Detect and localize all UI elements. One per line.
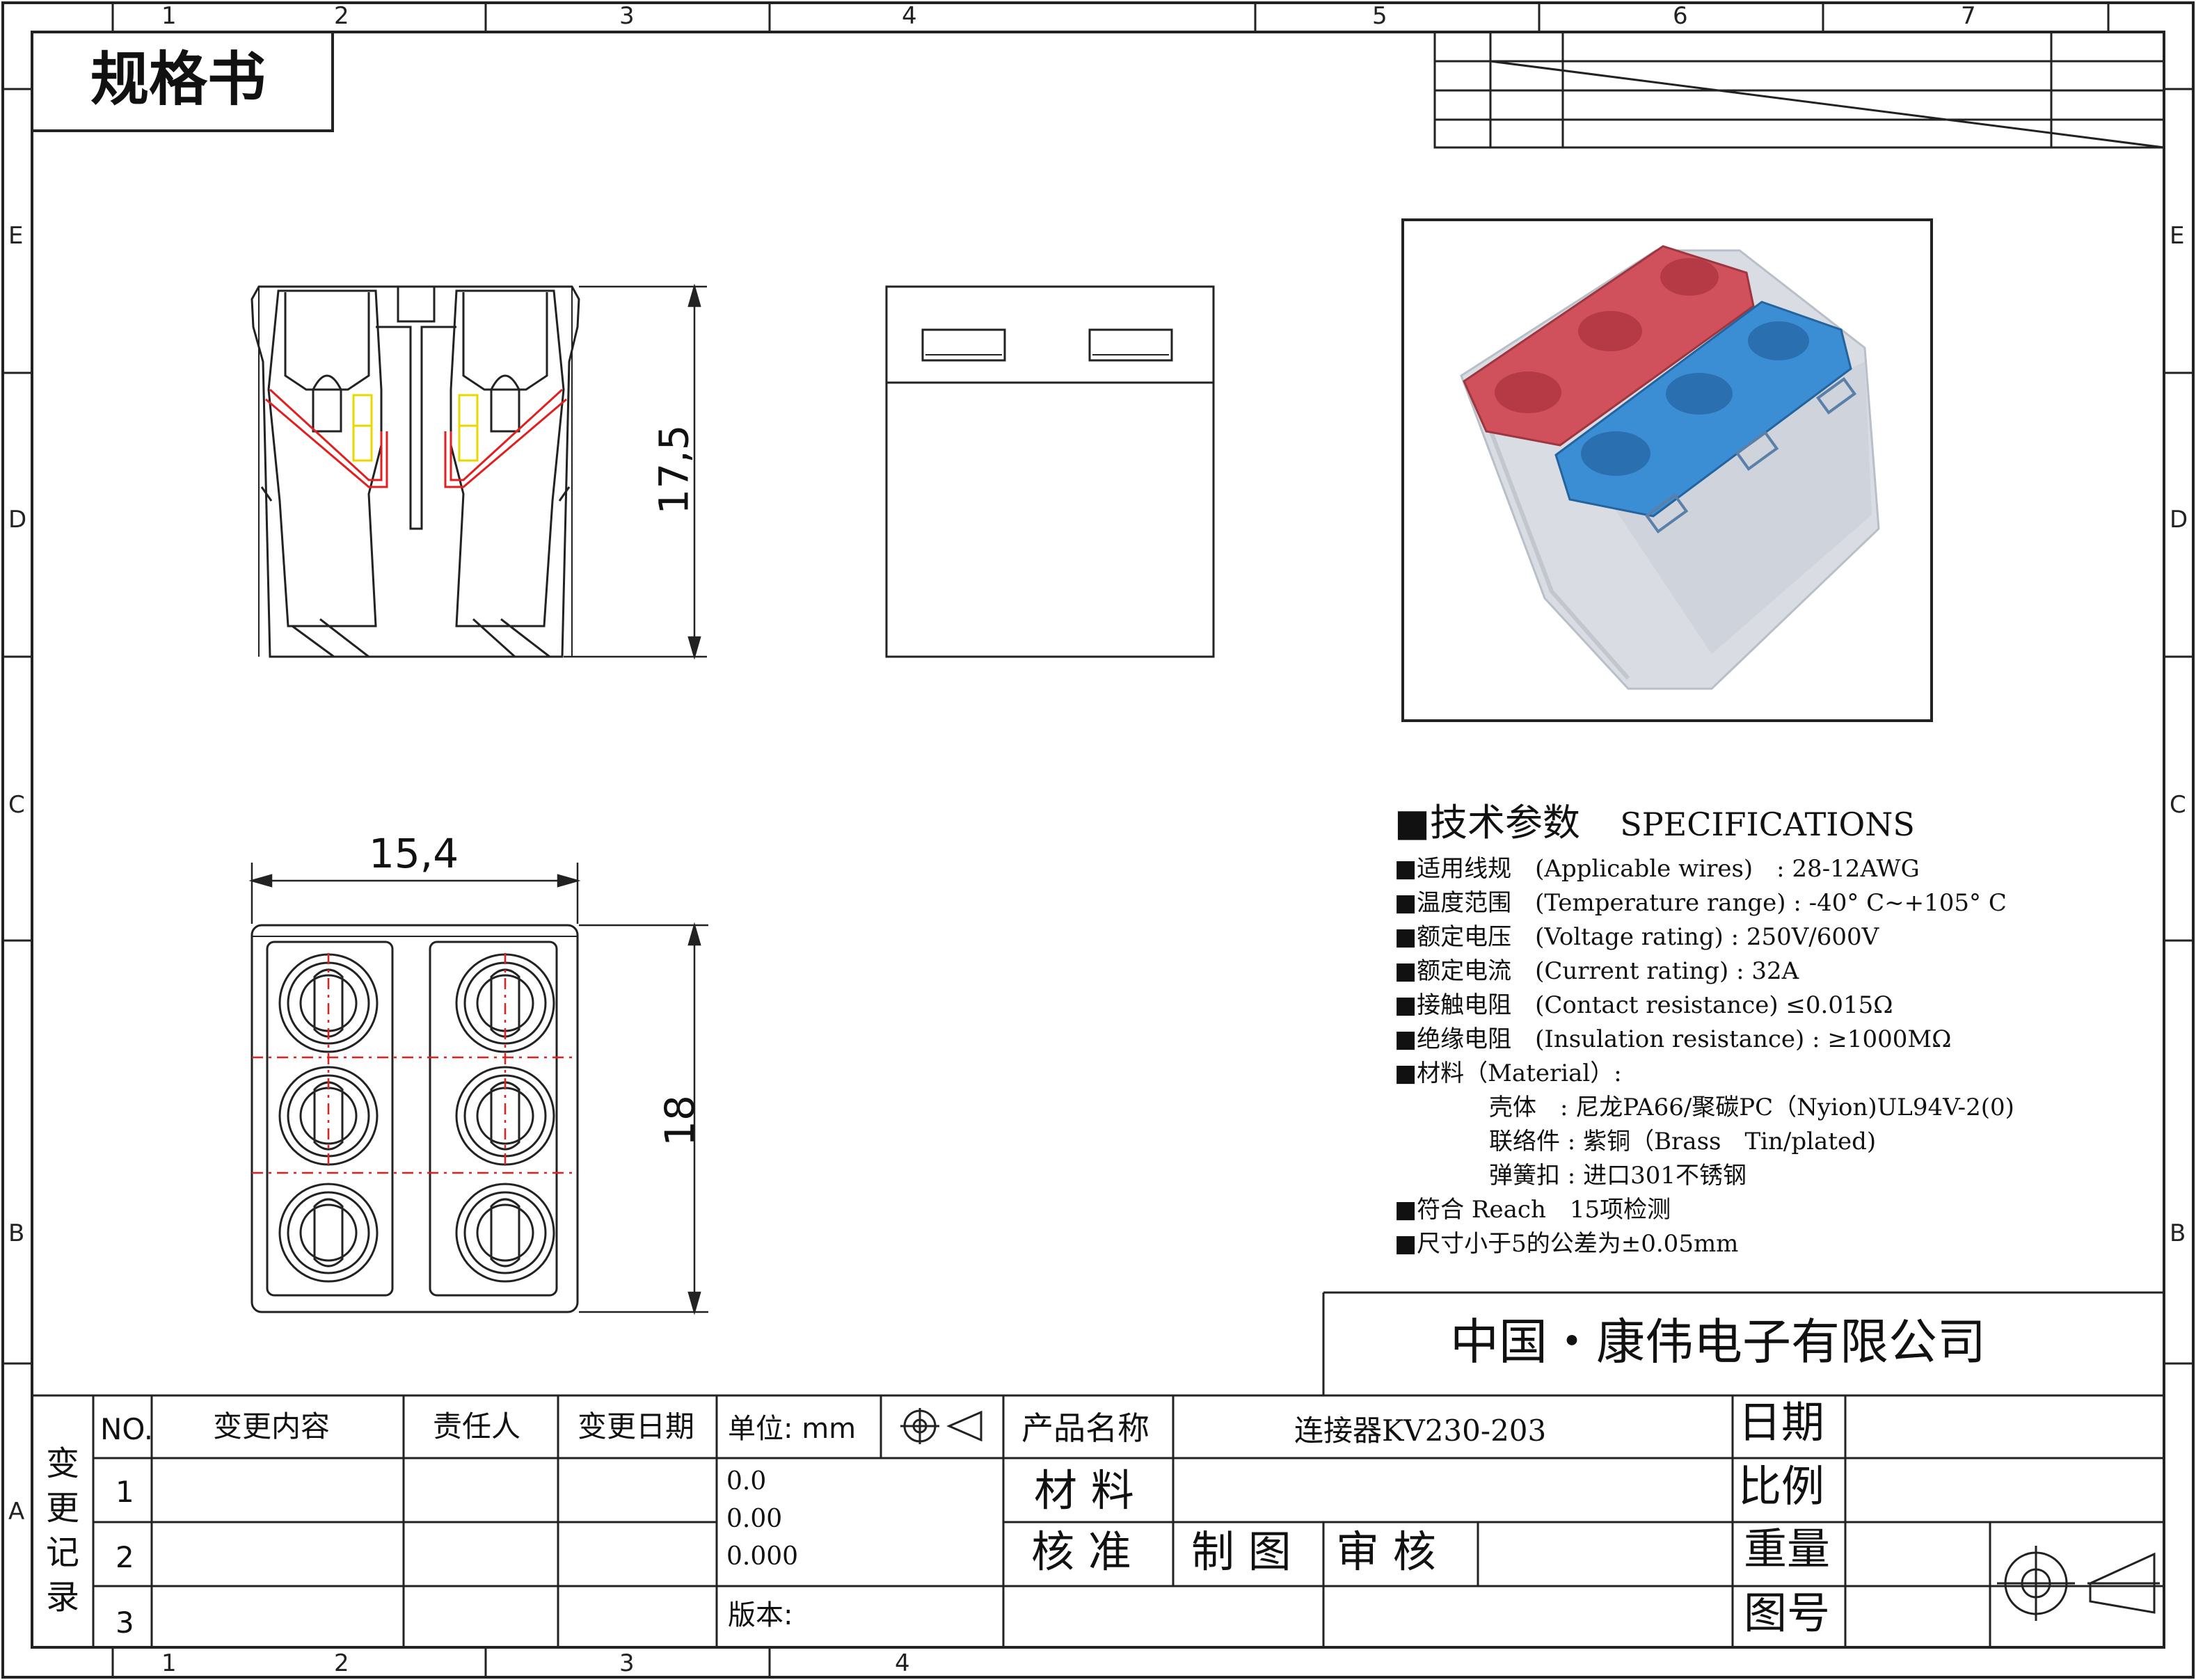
front-view bbox=[885, 285, 1215, 658]
tolerance-2: 0.00 bbox=[726, 1505, 783, 1533]
review-label: 审 核 bbox=[1336, 1526, 1436, 1577]
zone-row-d: D bbox=[8, 506, 27, 534]
top-view bbox=[250, 924, 579, 1313]
zone-row-b-right: B bbox=[2170, 1219, 2186, 1247]
zone-col-bottom-3: 3 bbox=[619, 1649, 635, 1677]
material-label: 材 料 bbox=[1034, 1465, 1134, 1516]
zone-col-6: 6 bbox=[1673, 2, 1688, 30]
product-name-value: 连接器KV230-203 bbox=[1294, 1414, 1547, 1448]
spec-heading: ■技术参数 SPECIFICATIONS bbox=[1394, 804, 1915, 842]
product-photo bbox=[1401, 218, 1933, 722]
company-name: 中国・康伟电子有限公司 bbox=[1450, 1313, 1986, 1370]
company-box bbox=[1322, 1291, 2164, 1395]
spec-line-3: ■额定电压 (Voltage rating) : 250V/600V bbox=[1394, 923, 1879, 951]
change-record-char-2: 更 bbox=[46, 1489, 80, 1528]
dimension-15-4 bbox=[248, 863, 581, 924]
row-number-2: 2 bbox=[116, 1540, 134, 1574]
top-zone-ticks bbox=[3, 3, 2193, 1677]
spec-heading-cn: ■技术参数 bbox=[1394, 801, 1581, 845]
scale-label: 比例 bbox=[1738, 1461, 1825, 1512]
change-record-char-3: 记 bbox=[46, 1533, 80, 1572]
contact-strips bbox=[265, 388, 567, 488]
zone-row-b: B bbox=[8, 1219, 25, 1247]
spring-clips bbox=[352, 394, 479, 462]
zone-col-5: 5 bbox=[1372, 2, 1387, 30]
spec-line-1: ■适用线规 (Applicable wires) : 28-12AWG bbox=[1394, 855, 1920, 883]
zone-row-c: C bbox=[8, 791, 25, 819]
projection-symbol-large bbox=[1997, 1546, 2160, 1621]
dimension-label-17-5: 17,5 bbox=[650, 424, 698, 515]
date-label: 日期 bbox=[1738, 1397, 1825, 1448]
zone-col-2: 2 bbox=[334, 2, 349, 30]
dimension-label-18: 18 bbox=[655, 1095, 703, 1146]
spec-line-5: ■接触电阻 (Contact resistance) ≤0.015Ω bbox=[1394, 991, 1893, 1019]
dimension-17-5 bbox=[564, 283, 707, 660]
responsible-person-header: 责任人 bbox=[433, 1409, 521, 1443]
zone-col-4: 4 bbox=[902, 2, 917, 30]
spec-heading-en: SPECIFICATIONS bbox=[1620, 806, 1915, 843]
unit-label: 单位: mm bbox=[728, 1413, 857, 1445]
draw-label: 制 图 bbox=[1191, 1526, 1291, 1577]
zone-col-1: 1 bbox=[161, 2, 177, 30]
spec-line-12: ■尺寸小于5的公差为±0.05mm bbox=[1394, 1230, 1739, 1258]
zone-col-7: 7 bbox=[1961, 2, 1976, 30]
weight-label: 重量 bbox=[1744, 1523, 1831, 1574]
spec-line-11: ■符合 Reach 15项检测 bbox=[1394, 1196, 1671, 1224]
product-name-label: 产品名称 bbox=[1021, 1409, 1149, 1447]
projection-symbol-small bbox=[900, 1408, 982, 1444]
revision-grid bbox=[1433, 31, 2165, 149]
zone-col-bottom-4: 4 bbox=[895, 1649, 910, 1677]
spec-line-4: ■额定电流 (Current rating) : 32A bbox=[1394, 957, 1799, 985]
title-block-grid bbox=[32, 1394, 2164, 1647]
change-content-header: 变更内容 bbox=[213, 1409, 331, 1443]
zone-row-e: E bbox=[8, 222, 24, 250]
version-label: 版本: bbox=[728, 1599, 793, 1631]
dimension-18 bbox=[579, 922, 708, 1315]
title-box bbox=[31, 31, 334, 132]
spec-line-6: ■绝缘电阻 (Insulation resistance) : ≥1000MΩ bbox=[1394, 1025, 1952, 1053]
zone-row-c-right: C bbox=[2170, 791, 2186, 819]
zone-row-d-right: D bbox=[2170, 506, 2188, 534]
zone-col-3: 3 bbox=[619, 2, 635, 30]
change-record-char-4: 录 bbox=[46, 1578, 80, 1617]
zone-col-bottom-2: 2 bbox=[334, 1649, 349, 1677]
spec-line-9: 联络件 : 紫铜（Brass Tin/plated) bbox=[1394, 1128, 1877, 1155]
no-header: NO. bbox=[100, 1412, 154, 1446]
dimension-label-15-4: 15,4 bbox=[369, 830, 459, 877]
port-holes bbox=[278, 953, 555, 1283]
row-number-1: 1 bbox=[116, 1475, 134, 1509]
change-date-header: 变更日期 bbox=[578, 1409, 695, 1443]
spec-line-10: 弹簧扣 : 进口301不锈钢 bbox=[1394, 1162, 1747, 1190]
tolerance-1: 0.0 bbox=[726, 1467, 767, 1496]
tolerance-3: 0.000 bbox=[726, 1542, 799, 1571]
approve-label: 核 准 bbox=[1031, 1526, 1131, 1577]
spec-line-2: ■温度范围 (Temperature range) : -40° C~+105°… bbox=[1394, 889, 2007, 917]
spec-line-7: ■材料（Material）: bbox=[1394, 1059, 1622, 1087]
page-title: 规格书 bbox=[90, 45, 266, 113]
zone-col-bottom-1: 1 bbox=[161, 1649, 177, 1677]
section-lines bbox=[252, 953, 578, 1174]
zone-row-a: A bbox=[8, 1498, 25, 1526]
change-record-char-1: 变 bbox=[46, 1444, 80, 1483]
side-section-view bbox=[250, 285, 580, 658]
row-number-3: 3 bbox=[116, 1606, 134, 1640]
drawing-number-label: 图号 bbox=[1744, 1587, 1831, 1638]
spec-line-8: 壳体 : 尼龙PA66/聚碳PC（Nyion)UL94V-2(0) bbox=[1394, 1094, 2014, 1121]
zone-row-e-right: E bbox=[2170, 222, 2185, 250]
